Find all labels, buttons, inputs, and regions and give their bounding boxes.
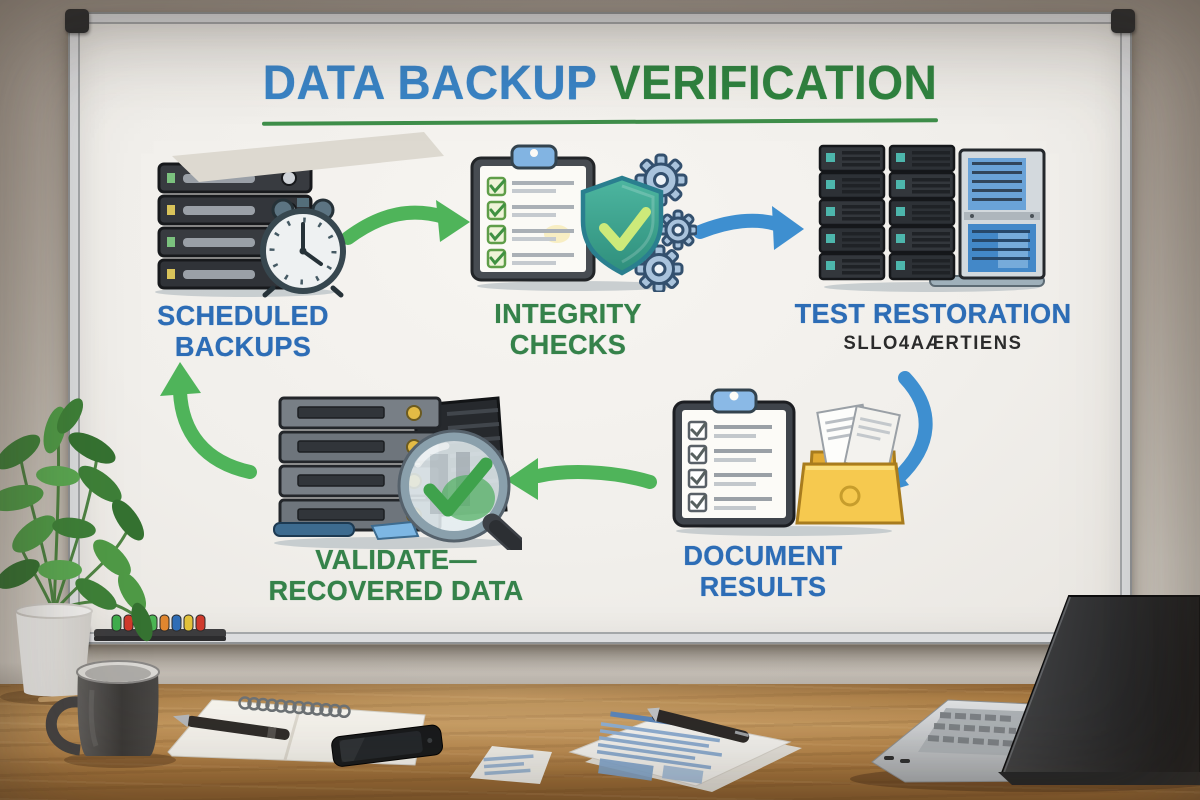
server-racks-icon	[818, 144, 1046, 292]
step-label: VALIDATE— RECOVERED DATA	[268, 544, 524, 607]
spiral-notebook	[167, 132, 444, 766]
clipboard-folder-icon	[672, 388, 905, 536]
arrow-backups-to-integrity	[341, 205, 451, 245]
marker-icon	[111, 614, 122, 632]
server-magnifier-icon	[273, 396, 528, 557]
marker-tray	[94, 614, 226, 641]
coffee-mug	[45, 660, 176, 768]
page-title: DATA BACKUP VERIFICATION	[89, 56, 1110, 111]
arrow-document-to-validate	[531, 465, 657, 489]
wall-shadow	[0, 662, 1200, 686]
step-label: INTEGRITY CHECKS	[494, 298, 642, 361]
marker-icon	[159, 614, 170, 632]
arrowhead-icon	[506, 458, 538, 500]
step-test-restoration: TEST RESTORATION SLLO4AÆRTIENS	[795, 140, 1071, 354]
potted-plant	[0, 398, 153, 705]
step-label: SCHEDULED BACKUPS	[157, 300, 329, 363]
marker-icon	[195, 614, 206, 632]
clipboard-shield-gears-icon	[470, 144, 699, 294]
whiteboard: DATA BACKUP VERIFICATION	[65, 9, 1135, 647]
whiteboard-shadow	[74, 645, 1128, 673]
title-part-green: VERIFICATION	[609, 57, 938, 110]
title-part-blue: DATA BACKUP	[262, 57, 597, 110]
arrow-validate-to-backups	[173, 385, 257, 479]
documents	[568, 707, 802, 792]
laptop	[850, 595, 1200, 792]
arrow-restoration-to-document	[891, 371, 933, 485]
arrow-integrity-to-restoration	[693, 213, 783, 239]
corner-bracket-icon	[1111, 9, 1135, 33]
pen	[647, 707, 750, 743]
marker-icon	[183, 614, 194, 632]
garbled-sub-label: SLLO4AÆRTIENS	[843, 333, 1023, 355]
marker-icon	[171, 614, 182, 632]
step-label: DOCUMENT RESULTS	[683, 540, 843, 603]
arrowhead-icon	[772, 206, 804, 250]
arrowhead-icon	[436, 200, 470, 242]
step-document-results: DOCUMENT RESULTS	[662, 382, 907, 602]
pen	[173, 714, 290, 740]
smartphone	[331, 724, 443, 767]
step-validate-recovered-data: VALIDATE— RECOVERED DATA	[262, 392, 528, 606]
step-integrity-checks: INTEGRITY CHECKS	[462, 142, 699, 360]
corner-bracket-icon	[65, 9, 89, 33]
step-label: TEST RESTORATION SLLO4AÆRTIENS	[783, 298, 1084, 355]
paper-corner	[470, 746, 552, 784]
arrowhead-icon	[160, 362, 201, 396]
marker-icon	[123, 614, 134, 632]
